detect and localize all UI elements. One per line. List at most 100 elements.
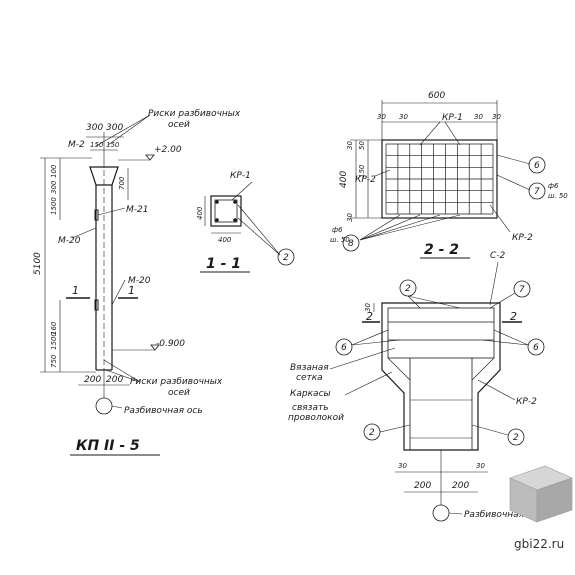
dim-30a: 30 bbox=[377, 113, 386, 121]
tie-1: связать bbox=[292, 403, 329, 413]
dim-bottom: 400 bbox=[218, 236, 232, 244]
callout-2-bl: 2 bbox=[369, 428, 375, 438]
leader-mesh bbox=[329, 347, 396, 370]
dim-side: 400 bbox=[339, 171, 349, 188]
axis-label: Разбивочная ось bbox=[464, 510, 543, 520]
mark-2-right: 2 bbox=[510, 310, 517, 323]
dim-30-br: 30 bbox=[476, 462, 485, 470]
callout-circle-8 bbox=[342, 234, 360, 252]
leader-callout-b bbox=[237, 217, 281, 256]
label-m2: М-2 bbox=[68, 140, 85, 150]
bar-1 bbox=[215, 200, 219, 204]
axis-label: Разбивочная ось bbox=[124, 406, 203, 416]
callout-2: 2 bbox=[283, 253, 289, 263]
callout-6-right: 6 bbox=[533, 343, 539, 353]
callout-circle-2-br bbox=[507, 428, 525, 446]
leader-m20a bbox=[71, 227, 97, 239]
leader-frames bbox=[344, 371, 393, 396]
leader-7 bbox=[496, 174, 531, 191]
leader-kr2 bbox=[477, 379, 516, 401]
leader-8-b bbox=[359, 214, 421, 241]
section-title: 2 - 2 bbox=[424, 242, 459, 258]
section-outline bbox=[210, 195, 242, 227]
callout-circle-6-right bbox=[527, 338, 545, 356]
leader-6 bbox=[496, 154, 531, 165]
leader-8-d bbox=[359, 214, 461, 241]
kr1-label: КР-1 bbox=[442, 113, 463, 123]
dim-bot-left: 200 bbox=[84, 375, 101, 385]
dim-vert-b: 300 bbox=[50, 180, 58, 194]
bar-4 bbox=[233, 218, 237, 222]
dim-200-r: 200 bbox=[452, 481, 469, 491]
dim-30-bl: 30 bbox=[398, 462, 407, 470]
leader-kr1-b bbox=[444, 121, 461, 146]
frame-outer bbox=[387, 307, 495, 359]
section-outline bbox=[381, 139, 498, 219]
leader-m20b bbox=[111, 279, 126, 306]
brace-left bbox=[387, 357, 411, 381]
knit-mesh-2: сетка bbox=[296, 373, 323, 383]
axis-bubble bbox=[95, 397, 113, 415]
dim-side-top: 30 bbox=[346, 141, 354, 150]
callout-circle-6 bbox=[528, 156, 546, 174]
section-frame bbox=[214, 199, 238, 223]
reinforcement-mesh bbox=[385, 143, 494, 215]
callout-7: 7 bbox=[519, 285, 525, 295]
step-left: ш. 50 bbox=[330, 236, 350, 244]
callout-circle-7 bbox=[513, 280, 531, 298]
phi-right: ф6 bbox=[548, 182, 559, 190]
dim-30b: 30 bbox=[399, 113, 408, 121]
dim-small-b: 150 bbox=[358, 164, 366, 178]
label-m21: М-21 bbox=[126, 205, 148, 215]
detail-outline bbox=[381, 302, 501, 451]
axis-bubble bbox=[432, 504, 450, 522]
dim-top-inner-right: 150 bbox=[106, 141, 120, 149]
dim-small-a: 50 bbox=[358, 141, 366, 150]
callout-6-left: 6 bbox=[341, 343, 347, 353]
leader-m21 bbox=[97, 207, 126, 216]
leader-8-c bbox=[359, 214, 441, 241]
section-mark-right: 1 bbox=[128, 284, 135, 297]
leader-6-right-b bbox=[481, 339, 529, 346]
callout-circle-7 bbox=[528, 182, 546, 200]
label-m20b: М-20 bbox=[128, 276, 151, 286]
plate-m20 bbox=[94, 299, 99, 311]
tie-2: проволокой bbox=[288, 413, 344, 423]
kr2-label: КР-2 bbox=[516, 397, 537, 407]
dim-top-right: 300 bbox=[106, 123, 123, 133]
knit-mesh-1: Вязаная bbox=[290, 363, 329, 373]
dim-top-inner-left: 150 bbox=[90, 141, 104, 149]
gbi-cube-logo bbox=[509, 465, 573, 523]
mark-2-left: 2 bbox=[366, 310, 373, 323]
dim-vert-d: 5100 bbox=[33, 252, 43, 275]
callout-8: 8 bbox=[348, 239, 354, 249]
watermark-site: gbi22.ru bbox=[514, 537, 564, 551]
leader-2-b bbox=[407, 295, 461, 309]
frames: Каркасы bbox=[290, 389, 331, 399]
phi-left: ф6 bbox=[332, 226, 343, 234]
column-elevation: 300 300 150 150 М-2 Риски разбивочных ос… bbox=[33, 109, 241, 456]
risk-bot-2: осей bbox=[168, 388, 190, 398]
leader-kr1 bbox=[231, 181, 253, 201]
dim-vert-e: 750 bbox=[50, 354, 58, 368]
kr2-left: КР-2 bbox=[355, 175, 376, 185]
bar-3 bbox=[215, 218, 219, 222]
callout-2-br: 2 bbox=[513, 433, 519, 443]
dim-vert-c: 1500 bbox=[50, 197, 58, 215]
leader-kr2-left bbox=[374, 169, 391, 177]
leader-callout-a bbox=[237, 204, 281, 256]
dim-vert-a: 100 bbox=[50, 164, 58, 178]
section-mark-left: 1 bbox=[72, 284, 79, 297]
leader-7 bbox=[489, 292, 516, 309]
dim-30d: 30 bbox=[492, 113, 501, 121]
axis-bubble-tail bbox=[111, 405, 123, 409]
risk-bot-1: Риски разбивочных bbox=[130, 377, 223, 387]
callout-circle-6-left bbox=[335, 338, 353, 356]
callout-circle-2-bl bbox=[363, 423, 381, 441]
brace-right bbox=[471, 357, 495, 381]
logo-right-face bbox=[536, 477, 573, 523]
step-right: ш. 50 bbox=[548, 192, 568, 200]
leader-6-right-a bbox=[493, 329, 529, 346]
leader-6-left-a bbox=[351, 329, 389, 346]
